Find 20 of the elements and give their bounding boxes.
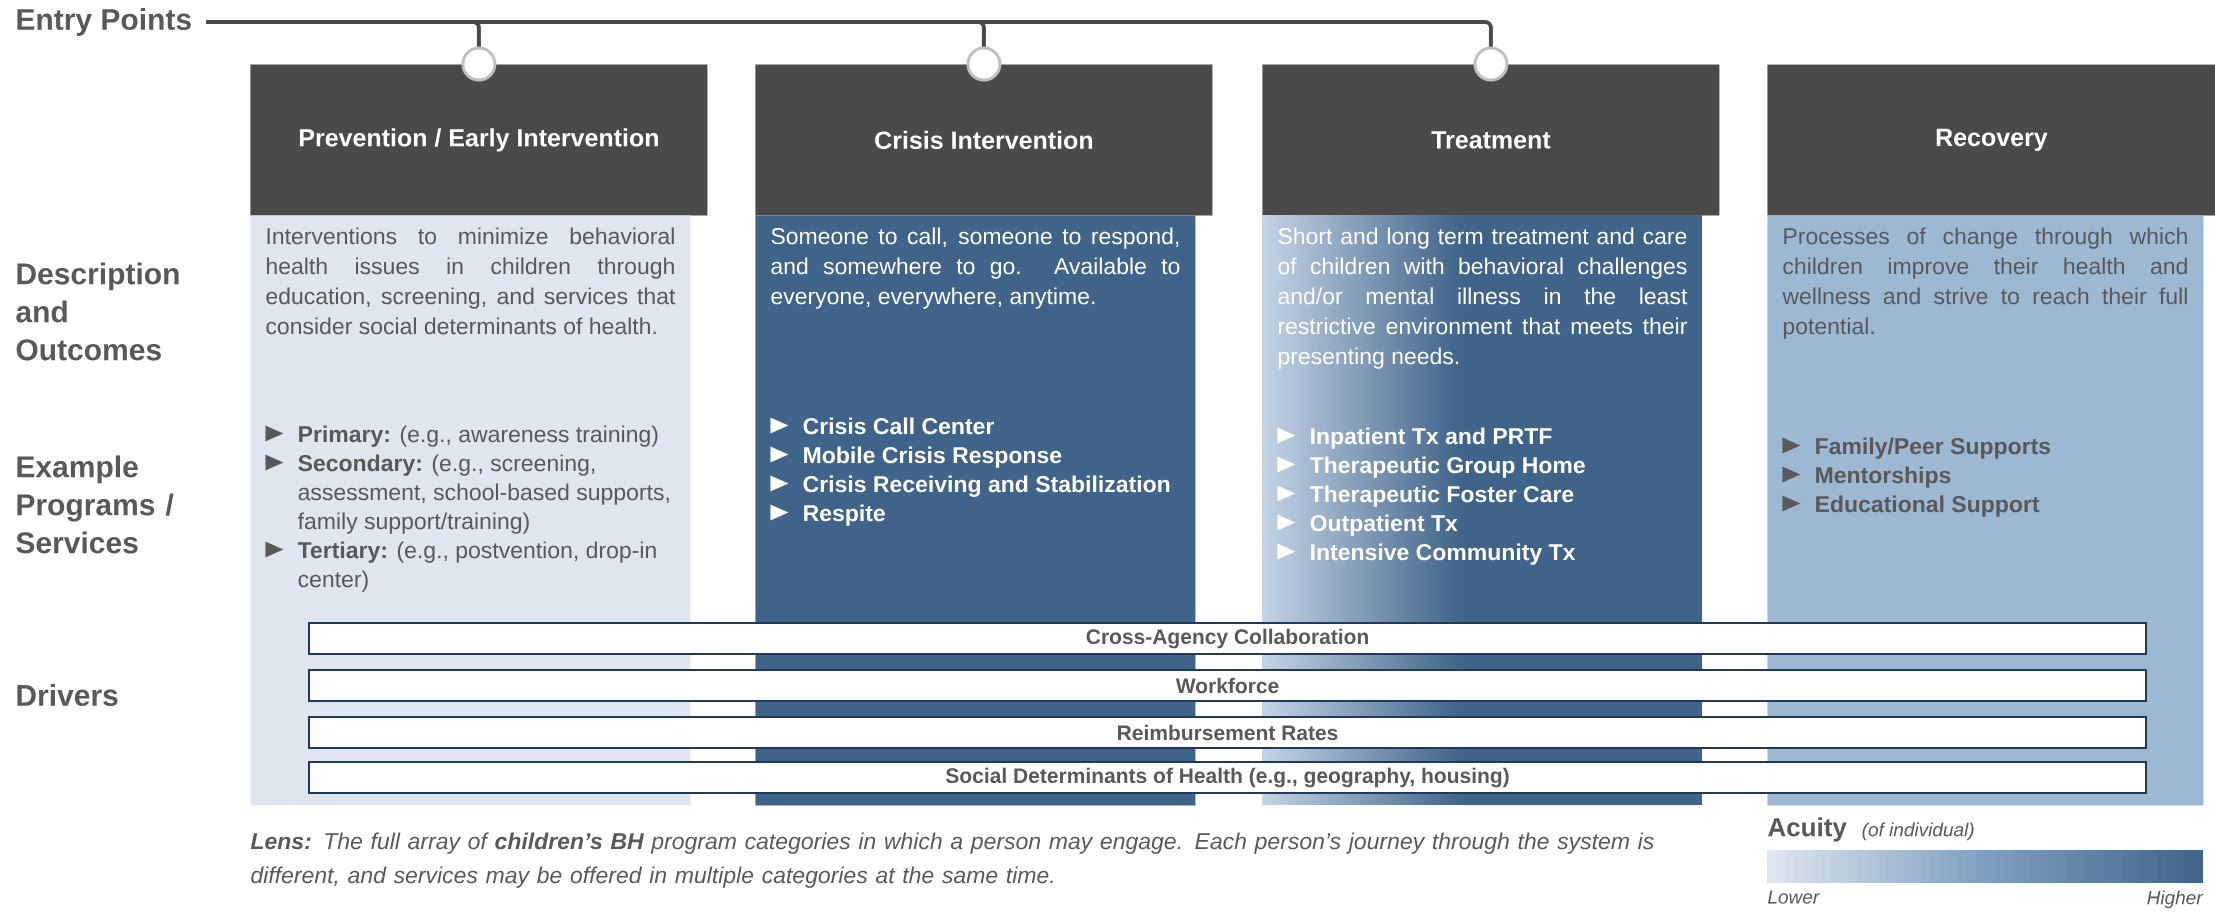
scale-end-label: Lower [1768,890,1820,904]
scale-subtitle: (of individual) [1862,822,1974,841]
column-header: Recovery [1767,64,2215,216]
column-header: Treatment [1262,64,1720,216]
driver-bar: Social Determinants of Health (e.g., geography, housing) [308,761,2147,794]
driver-bar: Cross-Agency Collaboration [308,622,2147,655]
driver-bar: Workforce [308,669,2147,702]
node-label: Outpatient Tx [1310,514,1458,536]
section-heading: Entry Points [17,8,191,36]
row-heading: Drivers [17,684,118,706]
column-header: Prevention / Early Intervention [250,64,708,216]
scale-end-label: Higher [2147,890,2204,909]
note-text: Lens: The full array of children’s BH program categories in which a person may engage. Each person’s journey through the system is different, and services may be offered in multiple categories at the same time. [250,832,1654,888]
node-label: presenting needs. [1278,347,1459,369]
connector [206,20,1509,82]
driver-bar: Reimbursement Rates [308,716,2147,749]
row-heading: Example Programs / Services [16,455,174,554]
row-heading: Description and Outcomes [16,262,179,361]
scale-title: Acuity [1768,817,1847,842]
column-header: Crisis Intervention [755,64,1213,216]
